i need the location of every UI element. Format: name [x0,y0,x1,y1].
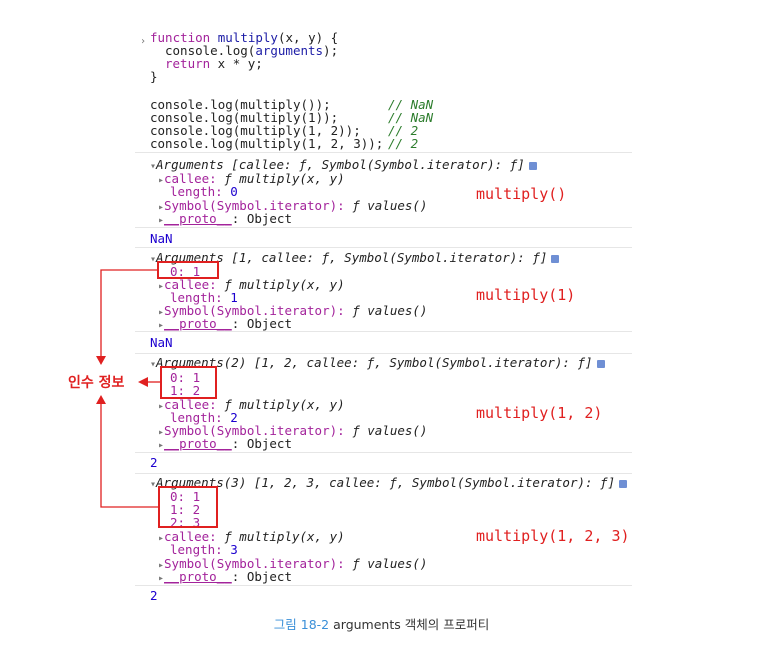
console-block-4: ▾Arguments(3) [1, 2, 3, callee: ƒ, Symbo… [0,322,763,602]
highlight-box-2 [160,366,217,399]
info-icon[interactable] [596,359,605,368]
arguments-info-label: 인수 정보 [68,375,125,391]
callee-row[interactable]: ▸callee: ƒ multiply(x, y) [158,277,345,292]
proto-row[interactable]: ▸__proto__: Object [158,211,292,226]
callee-row[interactable]: ▸callee: ƒ multiply(x, y) [158,397,345,412]
separator [135,247,632,248]
console-block-3: ▾Arguments(2) [1, 2, callee: ƒ, Symbol(S… [0,201,763,469]
call-line-1: console.log(multiply()); [150,97,331,112]
entry-row: 0: 1 [170,489,201,504]
call-comment-1: // NaN [388,97,434,112]
call-line-4: console.log(multiply(1, 2, 3)); [150,136,384,151]
code-line-4: } [150,69,158,84]
call-line-3: console.log(multiply(1, 2)); [150,123,361,138]
info-icon[interactable] [528,161,537,170]
figure-number: 그림 18-2 [273,617,330,632]
arguments-header-2[interactable]: ▾Arguments [1, callee: ƒ, Symbol(Symbol.… [150,251,560,265]
info-icon[interactable] [551,254,560,263]
length-row: length: 3 [170,542,238,557]
call-label-1: multiply() [476,185,567,203]
separator [135,452,632,453]
callee-row[interactable]: ▸callee: ƒ multiply(x, y) [158,529,345,544]
result-3: 2 [150,455,158,470]
symbol-row[interactable]: ▸Symbol(Symbol.iterator): ƒ values() [158,198,428,213]
proto-row[interactable]: ▸__proto__: Object [158,316,292,331]
arguments-header-1[interactable]: ▾Arguments [callee: ƒ, Symbol(Symbol.ite… [150,158,537,172]
call-comment-3: // 2 [388,123,419,138]
callee-row[interactable]: ▸callee: ƒ multiply(x, y) [158,171,345,186]
info-icon[interactable] [619,479,628,488]
length-row: length: 1 [170,290,238,305]
call-label-2: multiply(1) [476,286,576,304]
separator [135,585,632,586]
code-line-2: console.log(arguments); [165,43,339,58]
call-line-2: console.log(multiply(1)); [150,110,339,125]
entry-row: 0: 1 [170,370,201,385]
highlight-box-3 [158,486,218,528]
call-comment-4: // 2 [388,136,419,151]
code-line-1: function multiply(x, y) { [150,30,339,45]
console-block-2: ▾Arguments [1, callee: ƒ, Symbol(Symbol.… [0,94,763,349]
call-comment-2: // NaN [388,110,434,125]
separator [135,331,632,332]
symbol-row[interactable]: ▸Symbol(Symbol.iterator): ƒ values() [158,303,428,318]
arguments-header-3[interactable]: ▾Arguments(2) [1, 2, callee: ƒ, Symbol(S… [150,356,605,370]
separator [135,353,632,354]
proto-row[interactable]: ▸__proto__: Object [158,569,292,584]
caption-text: arguments 객체의 프로퍼티 [329,617,490,632]
entry-row: 2: 3 [170,515,201,530]
separator [135,227,632,228]
arguments-header-4[interactable]: ▾Arguments(3) [1, 2, 3, callee: ƒ, Symbo… [150,476,628,490]
highlight-box-1 [157,261,219,279]
proto-row[interactable]: ▸__proto__: Object [158,436,292,451]
code-line-3: return x * y; [165,56,263,71]
length-row: length: 2 [170,410,238,425]
console-block-1: ▾Arguments [callee: ƒ, Symbol(Symbol.ite… [0,0,763,245]
expand-caret-icon[interactable]: › [140,36,147,47]
entry-row: 1: 2 [170,502,201,517]
figure-caption: 그림 18-2 arguments 객체의 프로퍼티 [0,614,763,633]
separator [135,152,632,153]
symbol-row[interactable]: ▸Symbol(Symbol.iterator): ƒ values() [158,556,428,571]
call-label-4: multiply(1, 2, 3) [476,527,630,545]
result-1: NaN [150,231,173,246]
source-code: › function multiply(x, y) { console.log(… [0,0,763,160]
entry-row: 0: 1 [170,264,201,279]
result-4: 2 [150,588,158,603]
separator [135,473,632,474]
result-2: NaN [150,335,173,350]
entry-row: 1: 2 [170,383,201,398]
length-row: length: 0 [170,184,238,199]
call-label-3: multiply(1, 2) [476,404,603,422]
symbol-row[interactable]: ▸Symbol(Symbol.iterator): ƒ values() [158,423,428,438]
